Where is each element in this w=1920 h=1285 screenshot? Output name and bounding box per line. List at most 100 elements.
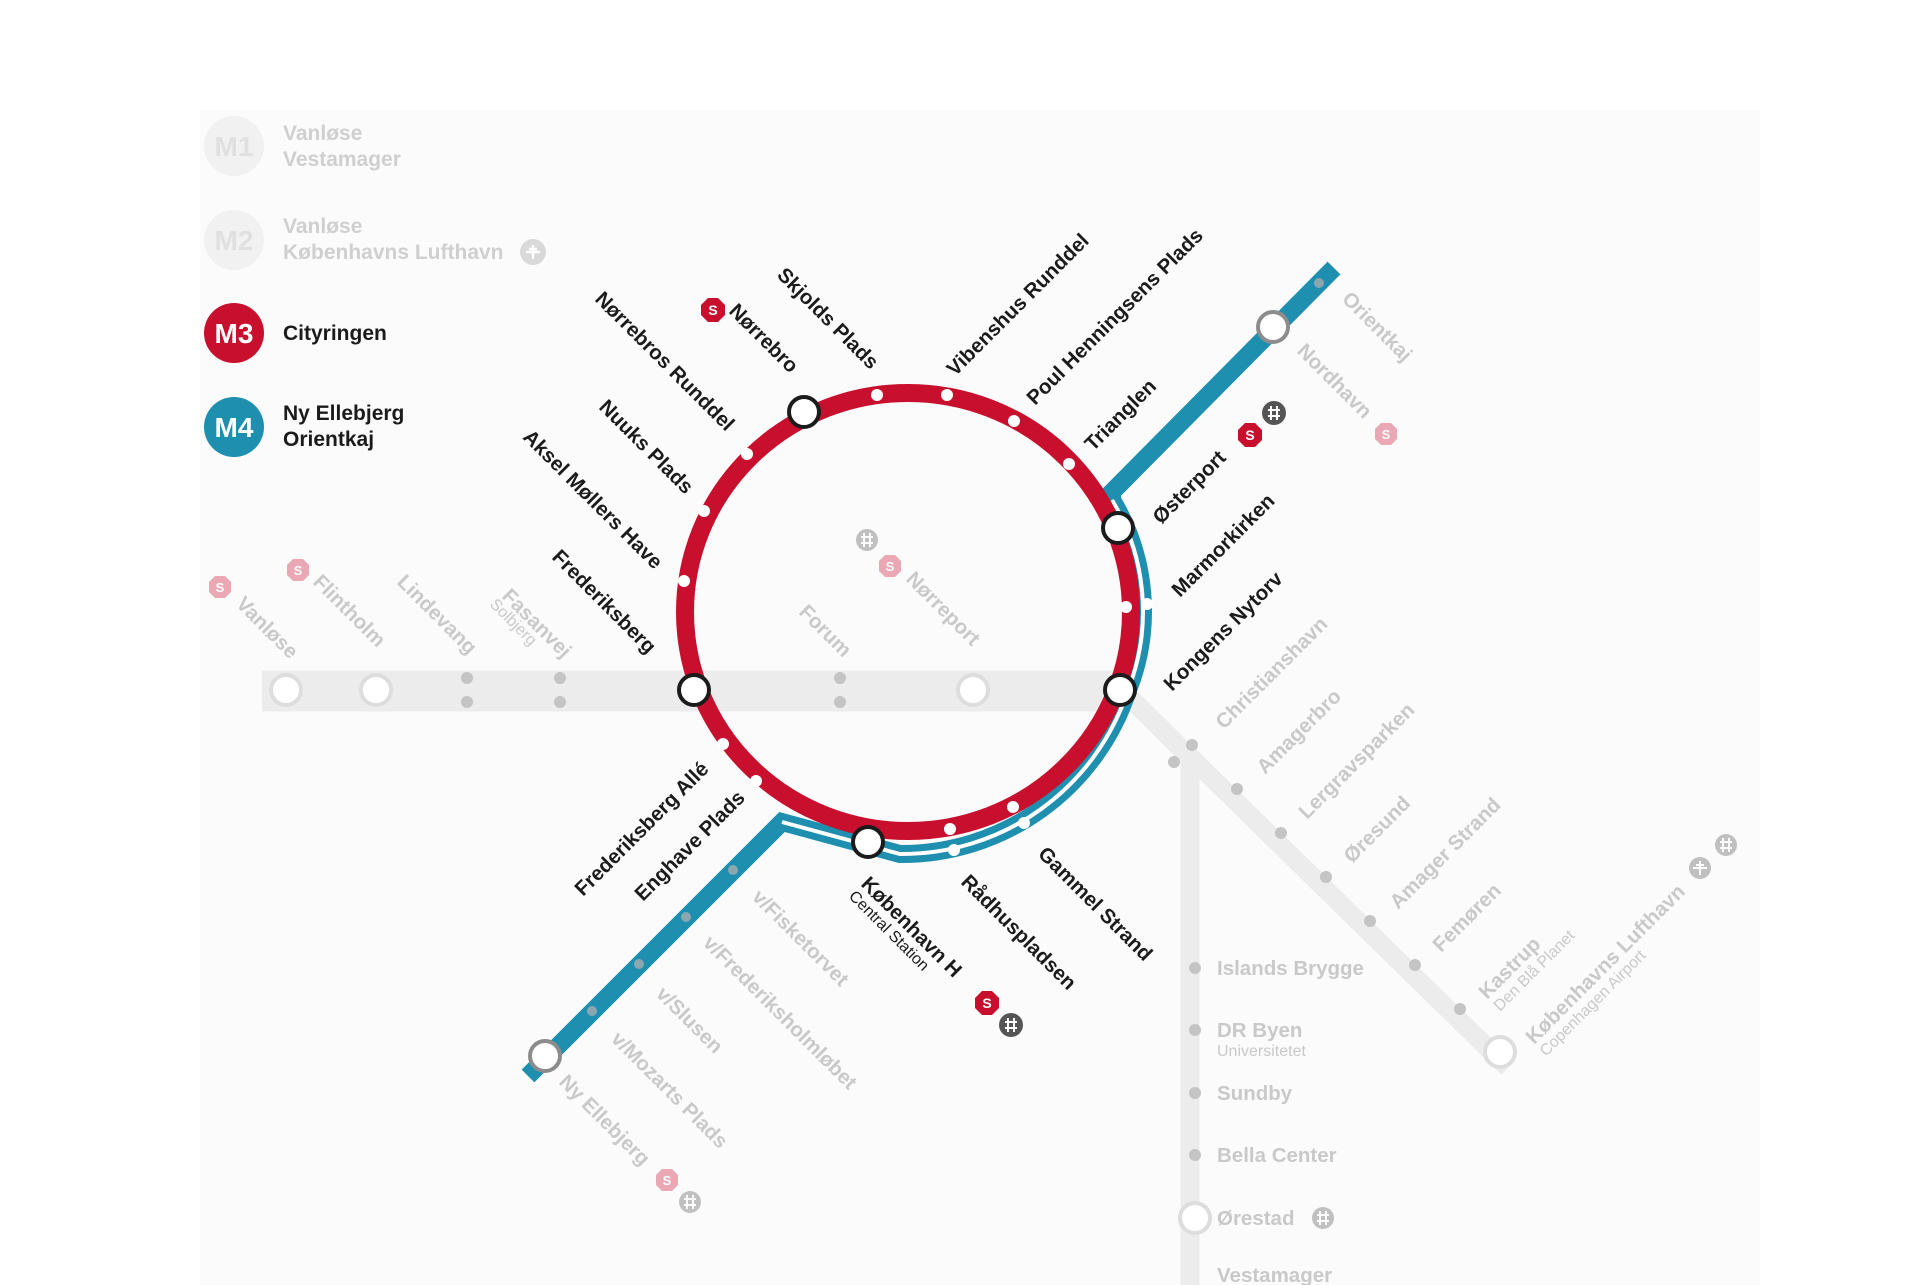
s-train-icon: S — [701, 298, 725, 322]
svg-text:S: S — [294, 563, 303, 578]
svg-text:S: S — [1245, 427, 1254, 443]
m4-stop — [1141, 598, 1153, 610]
m4-ring-separator — [781, 498, 1145, 857]
label-sundby: Sundby — [1217, 1082, 1293, 1105]
station-kobenhavn-h[interactable] — [851, 825, 885, 859]
legend-m2-line2: Københavns Lufthavn — [283, 241, 504, 264]
m4-ring-stops — [948, 598, 1153, 856]
legend: M1 Vanløse Vestamager M2 Vanløse Københa… — [204, 116, 546, 457]
grey-stop — [1231, 783, 1243, 795]
ring-stop — [941, 389, 953, 401]
grey-stop — [834, 672, 846, 684]
grey-stop — [461, 672, 473, 684]
legend-badge-m3-label: M3 — [215, 318, 254, 349]
svg-text:S: S — [982, 995, 991, 1011]
station-orestad[interactable] — [1178, 1201, 1212, 1235]
station-nordhavn[interactable] — [1256, 310, 1290, 344]
grey-small-stops — [461, 672, 1466, 1161]
ring-stop — [717, 738, 729, 750]
s-train-icon: S — [879, 555, 901, 577]
regional-train-icon — [1715, 834, 1737, 856]
svg-text:S: S — [1382, 427, 1391, 442]
label-bella-center: Bella Center — [1217, 1144, 1337, 1167]
ring-stop — [750, 775, 762, 787]
legend-badge-m4 — [204, 397, 264, 457]
m3-small-stops — [678, 389, 1132, 835]
grey-stop — [1189, 1024, 1201, 1036]
station-flintholm[interactable] — [359, 673, 393, 707]
s-train-icon: S — [1375, 423, 1397, 445]
ring-stop — [1008, 415, 1020, 427]
legend-badge-m2-label: M2 — [215, 225, 254, 256]
ring-stop — [698, 505, 710, 517]
m4-stop — [681, 912, 691, 922]
m4-stop — [1314, 278, 1324, 288]
ring-stop — [944, 823, 956, 835]
m3-cityringen — [676, 384, 1140, 840]
grey-stop — [1189, 1087, 1201, 1099]
m4-stop — [587, 1006, 597, 1016]
svg-text:S: S — [708, 302, 717, 318]
legend-m4-line1: Ny Ellebjerg — [283, 402, 404, 425]
legend-badge-m1-label: M1 — [215, 131, 254, 162]
grey-stop — [1409, 959, 1421, 971]
s-train-icon: S — [656, 1169, 678, 1191]
grey-stop — [1364, 915, 1376, 927]
svg-text:S: S — [663, 1173, 672, 1188]
grey-stop — [554, 672, 566, 684]
airplane-icon — [520, 239, 546, 265]
regional-train-icon — [856, 529, 878, 551]
s-train-icon: S — [1238, 423, 1262, 447]
label-dr-byen-sub: Universitetet — [1217, 1043, 1306, 1060]
station-osterport[interactable] — [1101, 511, 1135, 545]
grey-stop — [1168, 756, 1180, 768]
grey-stop — [1189, 962, 1201, 974]
regional-train-icon — [1312, 1207, 1334, 1229]
svg-text:S: S — [216, 580, 225, 595]
station-lufthavn[interactable] — [1483, 1035, 1517, 1069]
legend-m1-line1: Vanløse — [283, 122, 362, 145]
s-train-icon: S — [287, 559, 309, 581]
label-orestad: Ørestad — [1217, 1207, 1294, 1230]
station-norrebro[interactable] — [787, 395, 821, 429]
m2-east-branch — [1115, 683, 1515, 1075]
s-train-icon: S — [975, 991, 999, 1015]
ring-stop — [741, 448, 753, 460]
grey-stop — [1275, 827, 1287, 839]
station-vanlose[interactable] — [269, 673, 303, 707]
grey-stop — [461, 696, 473, 708]
grey-stop — [1454, 1003, 1466, 1015]
label-vestamager: Vestamager — [1217, 1264, 1332, 1285]
regional-train-icon — [679, 1191, 701, 1213]
m4-stop — [1018, 817, 1030, 829]
station-kongens-nytorv[interactable] — [1103, 673, 1137, 707]
m4-stop — [634, 959, 644, 969]
airplane-icon — [1689, 857, 1711, 879]
regional-train-icon — [999, 1013, 1023, 1037]
ring-stop — [1007, 801, 1019, 813]
interchange-stations — [269, 310, 1517, 1235]
legend-m1-line2: Vestamager — [283, 148, 401, 171]
legend-badge-m1 — [204, 116, 264, 176]
m4-stop — [728, 865, 738, 875]
legend-badge-m2 — [204, 210, 264, 270]
ring-stop — [871, 389, 883, 401]
legend-badge-m3 — [204, 303, 264, 363]
ring-stop — [1120, 601, 1132, 613]
regional-train-icon — [1262, 401, 1286, 425]
m4-sw-stops — [587, 278, 1324, 1016]
ring-stop — [1063, 458, 1075, 470]
grey-stop — [1320, 871, 1332, 883]
label-dr-byen: DR Byen — [1217, 1019, 1302, 1042]
legend-m3-line1: Cityringen — [283, 322, 387, 345]
station-ny-ellebjerg[interactable] — [528, 1039, 562, 1073]
legend-m2-line1: Vanløse — [283, 215, 362, 238]
station-frederiksberg[interactable] — [677, 673, 711, 707]
station-norreport[interactable] — [956, 673, 990, 707]
grey-stop — [1186, 739, 1198, 751]
ring-stop — [678, 575, 690, 587]
faded-icons: S S S S S — [209, 423, 1737, 1229]
m4-stop — [948, 844, 960, 856]
s-train-icon: S — [209, 576, 231, 598]
